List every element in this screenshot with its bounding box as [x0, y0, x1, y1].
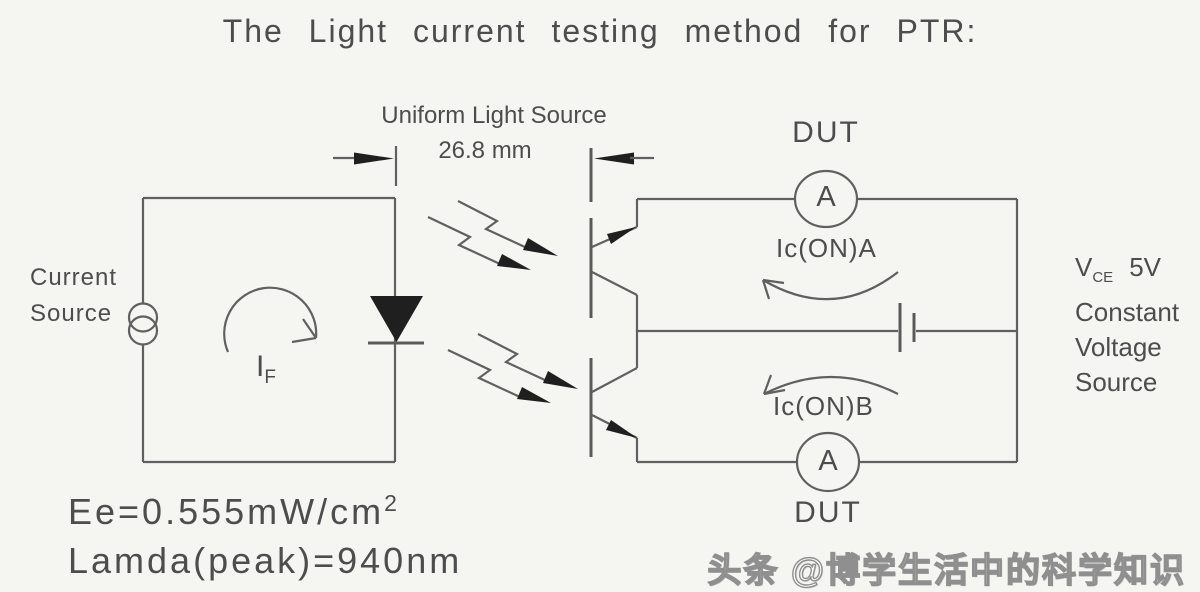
ammeter-bottom-symbol	[795, 431, 861, 493]
watermark-text: 头条 @博学生活中的科学知识	[707, 551, 1186, 590]
light-ray-icon	[457, 200, 558, 256]
phototransistor-pair	[589, 148, 639, 462]
uniform-light-source-label: Uniform Light Source	[381, 102, 607, 129]
current-direction-arcs	[761, 271, 899, 396]
collector-current-b-label: Ic(ON)B	[773, 391, 874, 421]
ammeter-top-letter: A	[816, 181, 836, 213]
dimension-arrow-left-icon	[354, 152, 394, 165]
collector-current-a-label: Ic(ON)A	[776, 233, 877, 263]
diagram-title: The Light current testing method for PTR…	[222, 13, 978, 49]
led-symbol	[368, 296, 424, 345]
dimension-arrow-right-icon	[594, 152, 634, 165]
dimension-annotation	[333, 146, 654, 186]
ic-on-b-arrow	[762, 374, 899, 396]
light-rays	[427, 200, 578, 403]
dut-bottom-label: DUT	[794, 496, 862, 529]
dut-top-label: DUT	[792, 116, 860, 149]
current-source-symbol	[127, 302, 159, 346]
ammeter-top-symbol	[793, 169, 859, 229]
ic-on-a-arrow	[761, 271, 899, 301]
forward-current-label: IF	[256, 350, 276, 388]
emitter-arrow-icon	[606, 420, 637, 438]
emitter-arrow-icon	[607, 227, 636, 244]
light-ray-icon	[427, 216, 531, 270]
current-source-label: Current Source	[30, 264, 118, 327]
wavelength-condition: Lamda(peak)=940nm	[68, 540, 463, 581]
forward-current-arrow	[223, 286, 318, 353]
measurement-loop	[637, 169, 1019, 493]
irradiance-condition: Ee=0.555mW/cm2	[68, 490, 400, 532]
phototransistor-a	[591, 199, 639, 332]
light-ray-icon	[477, 333, 578, 389]
battery-symbol	[898, 303, 916, 352]
distance-label: 26.8 mm	[438, 137, 532, 164]
light-ray-icon	[447, 349, 551, 403]
ammeter-bottom-letter: A	[818, 445, 838, 477]
led-drive-loop	[127, 196, 424, 464]
phototransistor-b	[591, 330, 639, 462]
